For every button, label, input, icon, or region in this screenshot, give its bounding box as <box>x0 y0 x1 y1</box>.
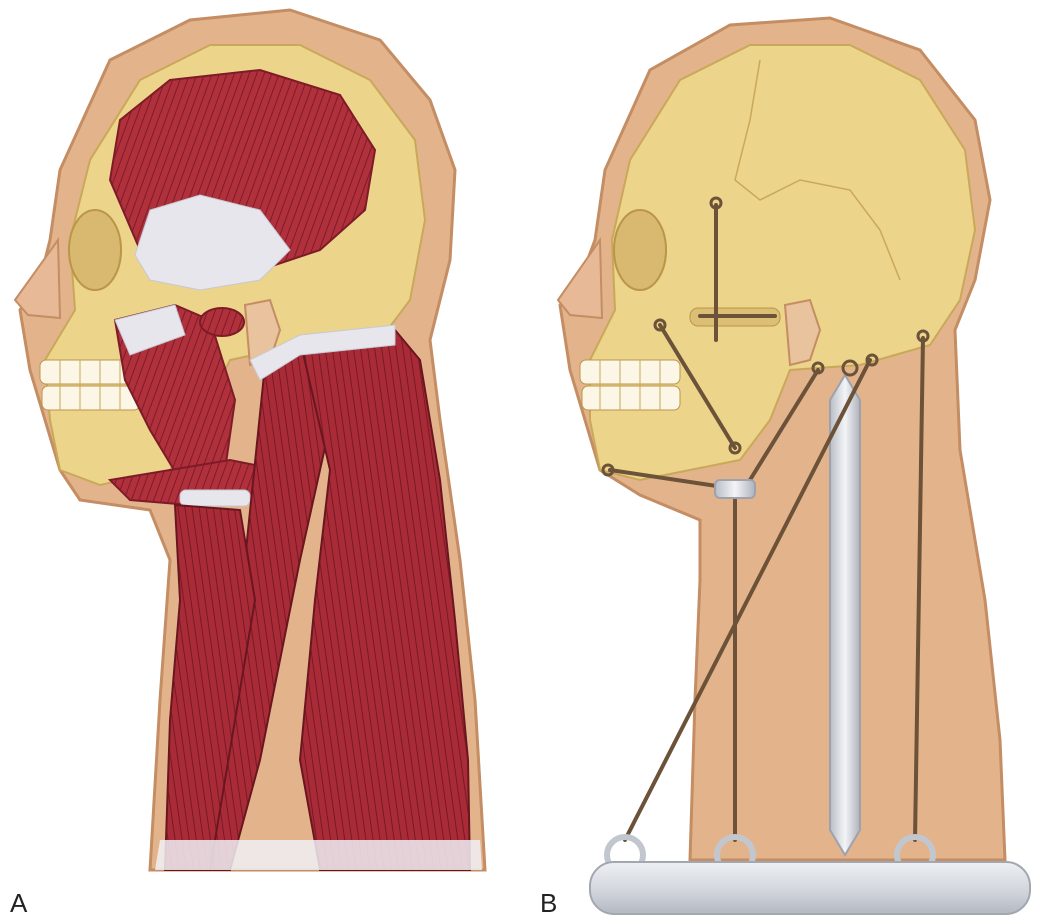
panel-a-pterygoid-muscle <box>200 308 244 336</box>
panel-a-muscle-illustration <box>15 10 485 870</box>
panel-label-b: B <box>540 888 557 918</box>
panel-b-spine-rod <box>830 375 860 855</box>
panel-a-posterior-neck-muscles <box>300 330 470 870</box>
panel-b-nose <box>558 240 602 318</box>
panel-b-base-platform <box>590 862 1030 914</box>
panel-label-a: A <box>10 888 28 918</box>
panel-b-eye-orbit <box>614 210 666 290</box>
panel-a-nose <box>15 240 60 318</box>
panel-a-eye-orbit <box>69 210 121 290</box>
panel-b-mechanical-model <box>558 18 1030 914</box>
panel-a-clavicular-tendon <box>155 840 482 870</box>
panel-b-hyoid-block <box>715 480 755 498</box>
panel-a-hyoid-tendon <box>180 490 250 506</box>
